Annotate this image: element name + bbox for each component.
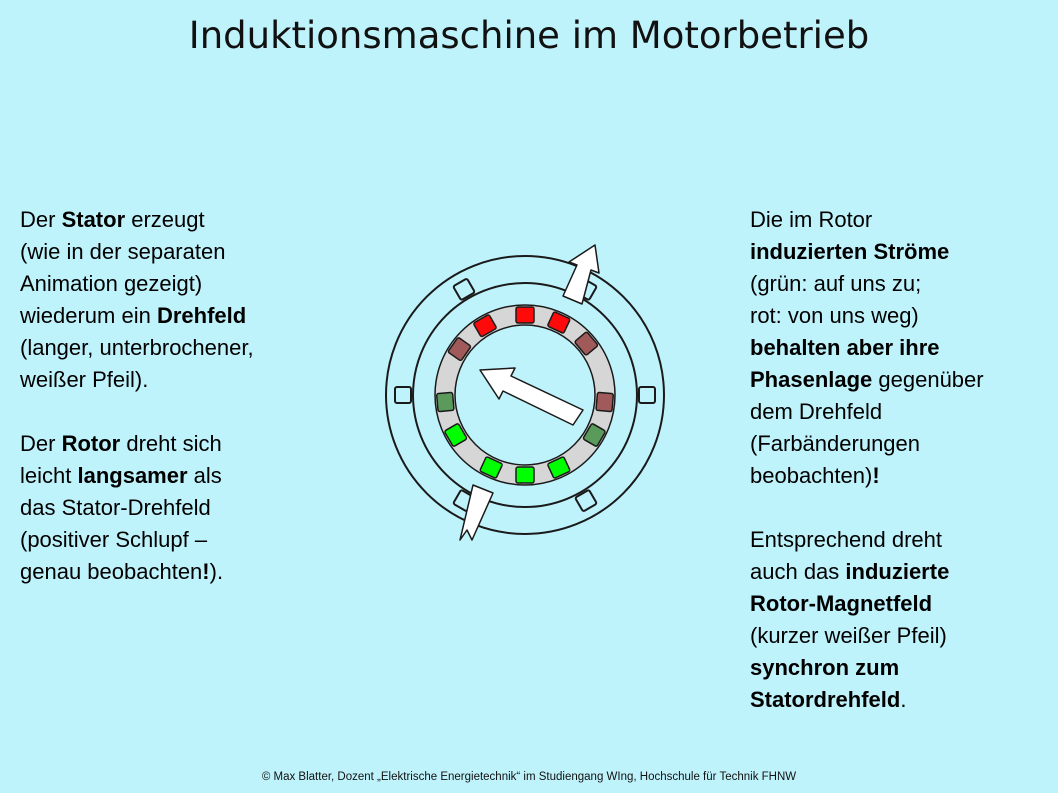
rotor-bar-green <box>547 456 571 479</box>
stator-slot-3 <box>574 489 598 512</box>
stator-slot-6 <box>452 278 476 301</box>
rotor-bar-dark-green <box>582 423 606 447</box>
rotor-bar-green <box>515 466 535 484</box>
stator-field-arrow-tail <box>459 484 494 541</box>
rotor-bar-dark-red <box>447 337 472 362</box>
rotor-bar-dark-red <box>574 331 599 356</box>
stator-slot-2 <box>638 386 656 404</box>
page-title: Induktionsmaschine im Motorbetrieb <box>188 14 870 57</box>
stator-field-arrow-head <box>562 244 600 305</box>
rotor-bar-red <box>473 314 497 338</box>
field-arrows <box>459 244 600 541</box>
rotor-bar-dark-green <box>435 391 455 413</box>
rotor-bar-red <box>515 306 535 324</box>
induction-motor-diagram <box>385 244 665 541</box>
copyright-footer: © Max Blatter, Dozent „Elektrische Energ… <box>261 771 797 783</box>
rotor-bar-green <box>444 423 468 447</box>
rotor-bar-red <box>547 311 571 334</box>
rotor-field-arrow <box>479 367 584 426</box>
rotor-bar-green <box>479 456 503 479</box>
stator-slot-5 <box>394 386 412 404</box>
rotor-bar-dark-red <box>595 391 615 413</box>
rotor-outer-edge <box>434 304 616 486</box>
